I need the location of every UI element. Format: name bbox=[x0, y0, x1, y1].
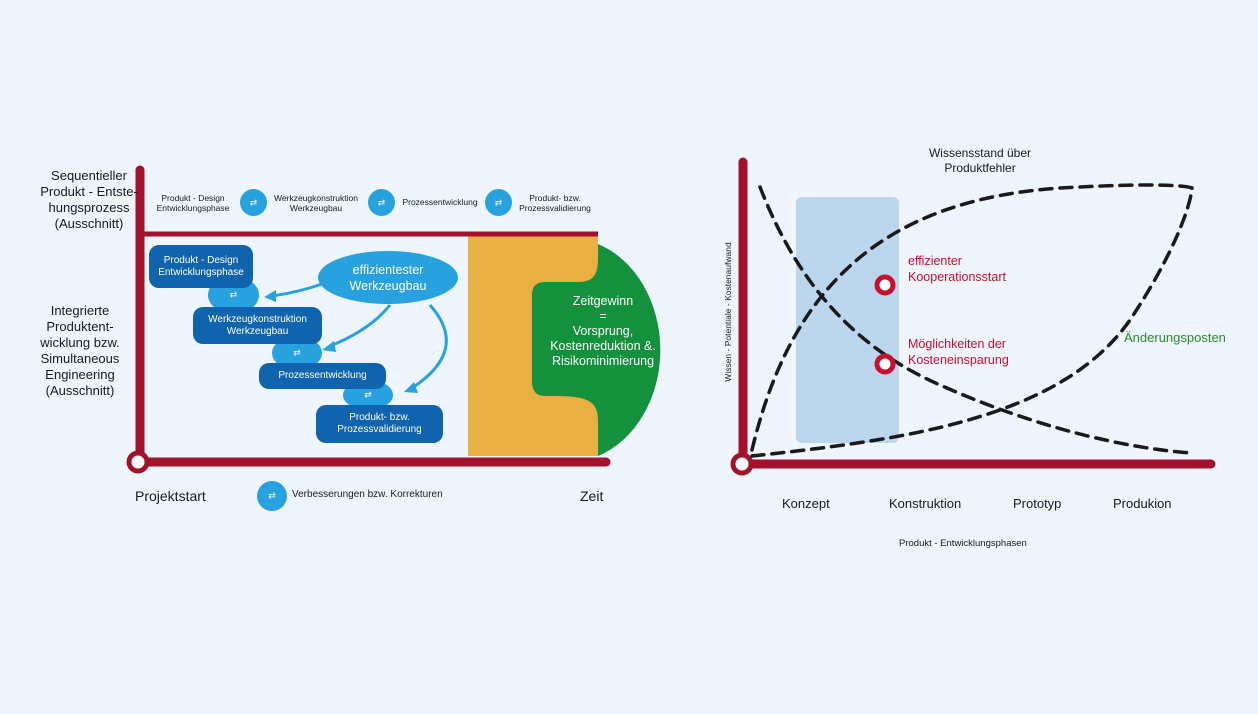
time-gain-shape bbox=[532, 244, 661, 456]
phase-prototyp: Prototyp bbox=[1013, 496, 1062, 511]
x-axis-label: Produkt - Entwicklungsphasen bbox=[899, 538, 1027, 549]
correction-arrows-icon: ⇄ bbox=[494, 197, 503, 207]
curves bbox=[750, 183, 1194, 458]
phase-konzept: Konzept bbox=[782, 496, 830, 511]
sequential-label: Sequentieller Produkt - Entste- hungspro… bbox=[40, 168, 138, 231]
cost-saving-label: Möglichkeiten der Kosteneinsparung bbox=[908, 337, 1009, 367]
knowledge-curve bbox=[750, 183, 1194, 452]
y-axis-label: Wissen - Potentiale - Kostenaufwand bbox=[723, 242, 733, 382]
phase-produkion: Produkion bbox=[1113, 496, 1172, 511]
pill-design: Produkt - Design Entwicklungsphase bbox=[149, 245, 253, 288]
correction-icon: ⇄ bbox=[485, 189, 512, 216]
time-label: Zeit bbox=[580, 488, 604, 504]
pill-prozess: Prozessentwicklung bbox=[259, 363, 386, 389]
potential-curve bbox=[758, 185, 1194, 455]
pill-validierung: Produkt- bzw. Prozessvalidierung bbox=[316, 405, 443, 443]
correction-arrows-icon: ⇄ bbox=[249, 197, 258, 207]
seq-step-design: Produkt - Design Entwicklungsphase bbox=[156, 193, 230, 213]
correction-arrows-icon: ⇄ bbox=[364, 389, 372, 400]
correction-arrows-icon: ⇄ bbox=[229, 289, 238, 300]
correction-arrows-icon: ⇄ bbox=[377, 197, 386, 207]
project-start-label: Projektstart bbox=[135, 488, 206, 504]
change-cost-curve bbox=[750, 186, 1194, 458]
project-start-marker bbox=[126, 450, 150, 474]
efficient-toolmaking-bubble: effizientester Werkzeugbau bbox=[318, 251, 458, 304]
cooperation-start-marker bbox=[874, 274, 896, 296]
cost-saving-marker bbox=[874, 353, 896, 375]
knowledge-curve-label: Wissensstand über Produktfehler bbox=[928, 146, 1032, 175]
cooperation-band bbox=[796, 197, 899, 443]
cooperation-start-label: effizienter Kooperationsstart bbox=[908, 254, 1006, 284]
seq-step-validierung: Produkt- bzw. Prozessvalidierung bbox=[519, 193, 591, 213]
change-cost-label: Änderungsposten bbox=[1124, 330, 1226, 345]
legend-text: Verbesserungen bzw. Korrekturen bbox=[292, 489, 443, 500]
time-gain-text: Zeitgewinn = Vorsprung, Kostenreduktion … bbox=[550, 294, 656, 368]
correction-arrows-icon: ⇄ bbox=[293, 347, 301, 358]
correction-legend-icon: ⇄ bbox=[257, 481, 287, 511]
correction-arrows-icon: ⇄ bbox=[268, 490, 276, 501]
correction-icon: ⇄ bbox=[368, 189, 395, 216]
integrated-label: Integrierte Produktent- wicklung bzw. Si… bbox=[40, 303, 120, 398]
seq-step-prozess: Prozessentwicklung bbox=[402, 197, 478, 207]
pill-werkzeug: Werkzeugkonstruktion Werkzeugbau bbox=[193, 307, 322, 344]
origin-marker bbox=[730, 452, 754, 476]
correction-icon: ⇄ bbox=[240, 189, 267, 216]
phase-konstruktion: Konstruktion bbox=[889, 496, 962, 511]
seq-step-werkzeug: Werkzeugkonstruktion Werkzeugbau bbox=[274, 193, 358, 213]
